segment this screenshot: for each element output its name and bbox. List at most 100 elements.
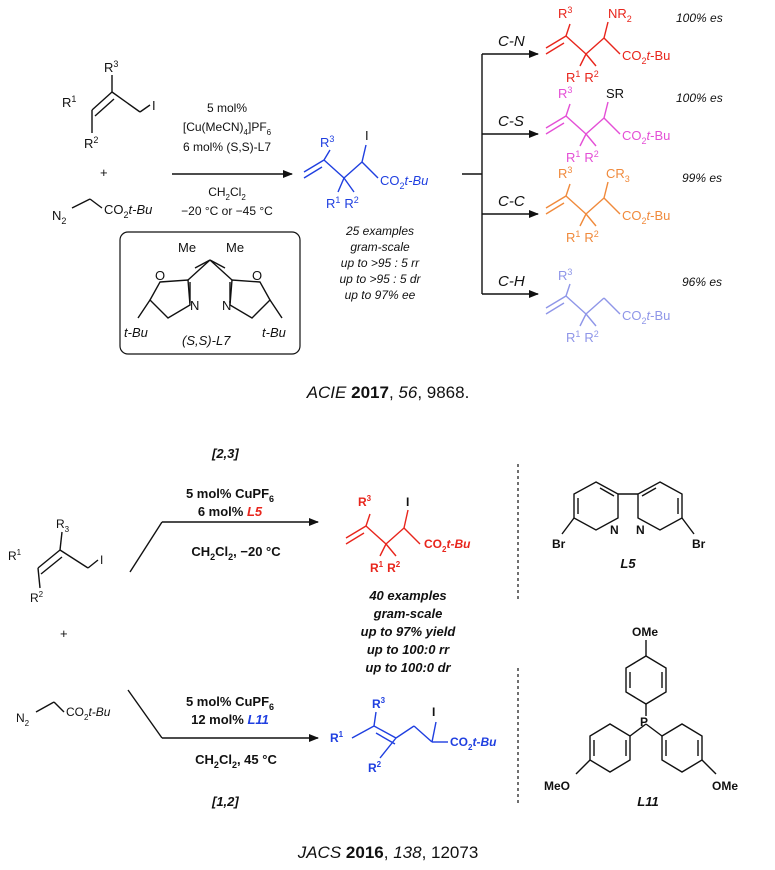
svg-text:CO2t-Bu: CO2t-Bu [622, 48, 670, 66]
b-r2: R2 [30, 590, 44, 605]
top-conditions: 5 mol% [Cu(MeCN)4]PF6 6 mol% (S,S)-L7 CH… [172, 101, 293, 218]
n2-label: N2 [52, 208, 66, 226]
sub-cr3: CR3 [606, 166, 630, 184]
svg-text:CO2t-Bu: CO2t-Bu [622, 128, 670, 146]
es-ch: 96% es [682, 275, 722, 289]
svg-text:CO2t-Bu: CO2t-Bu [622, 208, 670, 226]
svg-text:R3: R3 [358, 494, 372, 509]
bstat-0: 40 examples [368, 588, 446, 603]
iodide-label: I [152, 98, 156, 113]
cond-line-5: −20 °C or −45 °C [181, 204, 273, 218]
ester-label: CO2t-Bu [104, 202, 152, 220]
p-r3: R3 [320, 134, 334, 150]
arrow-2-3 [129, 518, 319, 573]
stat-4: up to 97% ee [345, 288, 416, 302]
top-reactant-allyl-iodide [91, 75, 151, 133]
citation-jacs: JACS 2016, 138, 12073 [297, 843, 479, 862]
l5-n2: N [636, 523, 645, 537]
bottom-reactant-allyl-iodide [37, 531, 99, 589]
n-1: N [190, 298, 199, 313]
svg-text:R3: R3 [558, 85, 572, 101]
es-cn: 100% es [676, 11, 723, 25]
svg-text:CO2t-Bu: CO2t-Bu [424, 537, 471, 554]
r2-label: R2 [84, 135, 98, 151]
l5-n1: N [610, 523, 619, 537]
me-2: Me [226, 240, 244, 255]
b-r1: R1 [8, 548, 22, 563]
top-branch-arrows [462, 50, 539, 298]
cond-line-4: CH2Cl2 [208, 185, 246, 202]
o-2: O [252, 268, 262, 283]
top-reactant-labels: R1 R3 R2 I + [62, 59, 156, 180]
es-cc: 99% es [682, 171, 722, 185]
n-2: N [222, 298, 231, 313]
svg-text:I: I [432, 705, 435, 719]
product-1-2: R3 R1 R2 I CO2t-Bu [330, 696, 497, 775]
svg-text:R3: R3 [558, 267, 572, 283]
tbu-1: t-Bu [124, 325, 148, 340]
tbu-2: t-Bu [262, 325, 286, 340]
svg-text:CO2t-Bu: CO2t-Bu [622, 308, 670, 326]
ligand-L5: N N Br Br L5 [552, 481, 706, 571]
bstat-4: up to 100:0 dr [365, 660, 451, 675]
svg-text:CO2t-Bu: CO2t-Bu [66, 705, 111, 722]
svg-text:R2: R2 [368, 760, 382, 775]
l5-br2: Br [692, 537, 706, 551]
l11-p: P [640, 715, 648, 729]
stat-2: up to >95 : 5 rr [341, 256, 420, 270]
l5-br1: Br [552, 537, 566, 551]
citation-acie: ACIE 2017, 56, 9868. [306, 383, 470, 402]
o-1: O [155, 268, 165, 283]
branch-cs-label: C-S [498, 113, 524, 130]
b-plus: + [60, 626, 68, 641]
svg-text:I: I [406, 495, 409, 509]
arrow-1-2 [127, 689, 319, 742]
svg-text:R3: R3 [558, 5, 572, 21]
cond12-line1: 5 mol% CuPF6 [186, 694, 274, 712]
l11-ome-top: OMe [632, 625, 658, 639]
bottom-diazo-ester: N2 CO2t-Bu [16, 701, 111, 728]
ligand-L7-box: Me Me O O N N t-Bu t-Bu (S,S)-L7 [119, 231, 301, 355]
b-r3: R3 [56, 517, 70, 534]
l5-name: L5 [620, 556, 636, 571]
l11-name: L11 [637, 794, 658, 809]
branch-cn-label: C-N [498, 33, 525, 50]
ligand-L11: OMe P MeO OMe L11 [544, 625, 738, 809]
stat-3: up to >95 : 5 dr [339, 272, 421, 286]
svg-text:CO2t-Bu: CO2t-Bu [450, 735, 497, 752]
stat-0: 25 examples [345, 224, 414, 238]
branch-cc-label: C-C [498, 193, 525, 210]
svg-text:N2: N2 [16, 711, 30, 728]
bottom-stats: 40 examples gram-scale up to 97% yield u… [361, 588, 457, 675]
p-ester: CO2t-Bu [380, 173, 428, 191]
cond12-line2: 12 mol% L11 [191, 712, 269, 727]
me-1: Me [178, 240, 196, 255]
cond23-line3: CH2Cl2, −20 °C [191, 544, 281, 562]
cond-line-1: 5 mol% [207, 101, 247, 115]
bstat-3: up to 100:0 rr [367, 642, 450, 657]
bstat-1: gram-scale [373, 606, 443, 621]
bstat-2: up to 97% yield [361, 624, 457, 639]
r3-label: R3 [104, 59, 118, 75]
cond-line-2: [Cu(MeCN)4]PF6 [183, 120, 272, 137]
sub-nr2: NR2 [608, 6, 632, 24]
cond23-line1: 5 mol% CuPF6 [186, 486, 274, 504]
l11-ome-right: OMe [712, 779, 738, 793]
r1-label: R1 [62, 94, 76, 110]
stat-1: gram-scale [350, 240, 410, 254]
es-cs: 100% es [676, 91, 723, 105]
top-diazo-ester: N2 CO2t-Bu [52, 198, 152, 226]
sub-sr: SR [606, 86, 624, 101]
